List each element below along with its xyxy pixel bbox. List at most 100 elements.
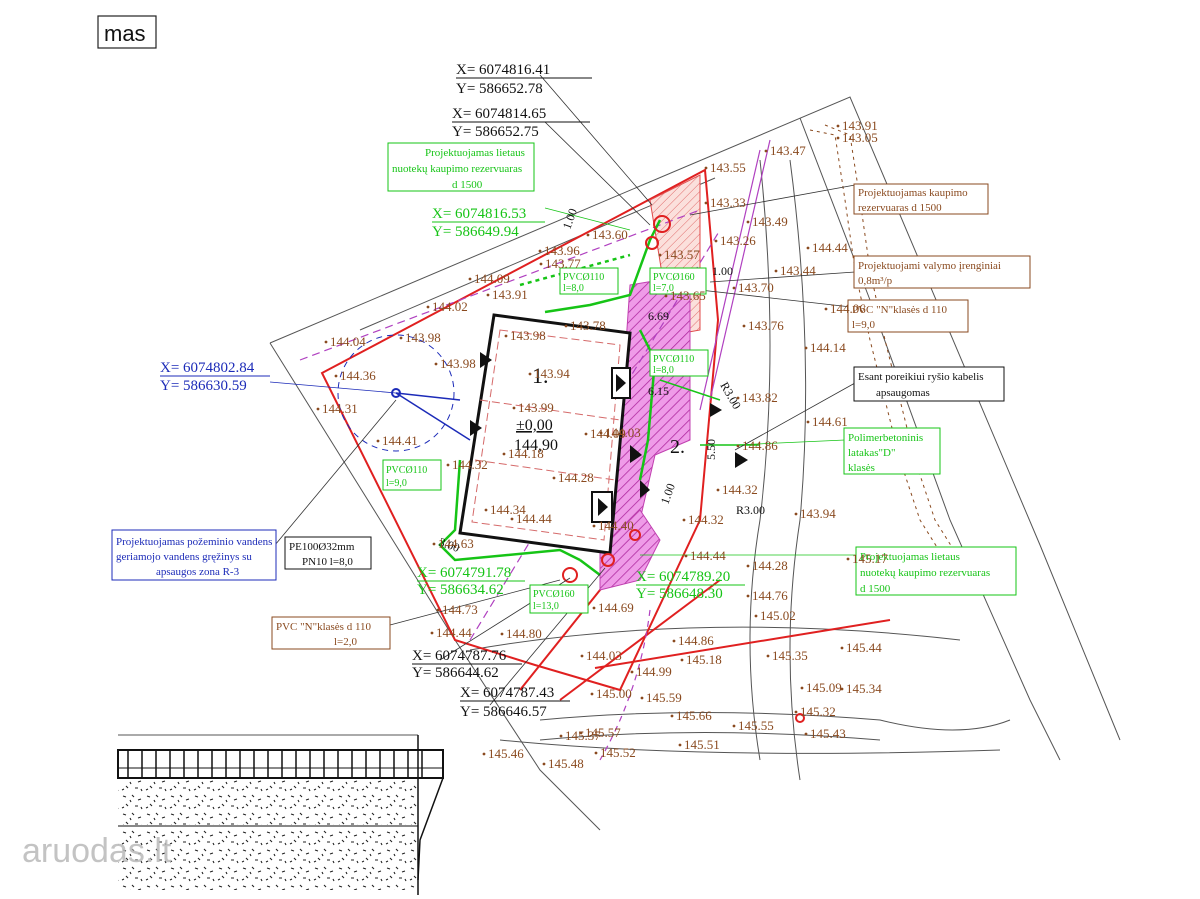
svg-text:Projektuojamas lietaus: Projektuojamas lietaus	[425, 147, 525, 159]
elevation-dot	[732, 724, 736, 728]
elevation-dot	[714, 239, 718, 243]
elevation-dot	[484, 508, 488, 512]
pipe-label-3: PVCØ110 l=8,0	[649, 349, 709, 377]
elevation-dot	[586, 233, 590, 237]
elevation-dot	[538, 249, 542, 253]
elevation-dot	[846, 557, 850, 561]
svg-text:l=2,0: l=2,0	[334, 636, 358, 648]
elevation-label: 144.44	[812, 240, 848, 255]
elevation-dot	[746, 594, 750, 598]
elevation-label: 144.02	[432, 299, 468, 314]
zero-level: ±0,00	[516, 417, 553, 434]
svg-text:Y= 586634.62: Y= 586634.62	[417, 582, 504, 598]
elevation-point: 143.94	[528, 366, 570, 381]
elevation-dot	[446, 463, 450, 467]
elevation-dot	[794, 512, 798, 516]
note-gutter: Polimerbetoninis latakas"D" klasės	[843, 427, 941, 475]
elevation-point: 143.91	[486, 287, 528, 302]
elevation-label: 144.76	[752, 588, 788, 603]
svg-text:geriamojo vandens gręžinys su: geriamojo vandens gręžinys su	[116, 551, 252, 563]
elevation-dot	[482, 752, 486, 756]
elevation-label: 145.66	[676, 708, 712, 723]
elevation-point: 144.69	[592, 600, 634, 615]
elevation-point: 144.04	[324, 334, 366, 349]
elevation-label: 145.48	[548, 756, 584, 771]
elevation-label: 143.78	[570, 318, 606, 333]
elevation-point: 145.46	[482, 746, 524, 761]
building-1-label: 1.	[532, 363, 549, 388]
note-treatment: Projektuojami valymo įrenginiai 0,8m³/p	[853, 255, 1031, 289]
svg-text:X= 6074814.65: X= 6074814.65	[452, 106, 546, 122]
elevation-point: 145.34	[840, 681, 882, 696]
elevation-dot	[436, 608, 440, 612]
svg-text:X= 6074802.84: X= 6074802.84	[160, 360, 255, 376]
elevation-dot	[539, 262, 543, 266]
elevation-point: 145.02	[754, 608, 796, 623]
elevation-label: 145.37	[565, 728, 601, 743]
elevation-label: 144.28	[752, 558, 788, 573]
elevation-dot	[806, 246, 810, 250]
elevation-label: 143.60	[592, 227, 628, 242]
coord-block-5: X= 6074791.78 Y= 586634.62	[417, 565, 525, 598]
elevation-label: 143.77	[545, 256, 581, 271]
elevation-point: 145.35	[766, 648, 808, 663]
svg-text:6.69: 6.69	[648, 309, 669, 323]
elevation-dot	[510, 517, 514, 521]
elevation-point: 144.80	[500, 626, 542, 641]
elevation-point: 144.63	[432, 536, 474, 551]
elevation-label: 144.61	[812, 414, 848, 429]
elevation-dot	[746, 564, 750, 568]
note-well: Projektuojamas požeminio vandens geriamo…	[111, 529, 277, 581]
svg-text:PVCØ110: PVCØ110	[386, 465, 427, 476]
elevation-label: 143.33	[710, 195, 746, 210]
elevation-label: 143.57	[664, 247, 700, 262]
elevation-point: 143.98	[504, 328, 546, 343]
elevation-point: 144.44	[684, 548, 726, 563]
elevation-label: 144.99	[636, 664, 672, 679]
elevation-dot	[590, 692, 594, 696]
svg-text:3.00: 3.00	[437, 535, 462, 555]
elevation-label: 144.40	[598, 518, 634, 533]
elevation-point: 145.55	[732, 718, 774, 733]
elevation-point: 144.86	[672, 633, 714, 648]
elevation-label: 144.06	[830, 301, 866, 316]
elevation-dot	[704, 201, 708, 205]
note-storm-tank-left: Projektuojamas lietaus nuotekų kaupimo r…	[387, 142, 535, 192]
elevation-dot	[684, 554, 688, 558]
svg-text:1.00: 1.00	[560, 207, 580, 232]
elevation-point: 144.34	[484, 502, 526, 517]
elevation-dot	[800, 686, 804, 690]
elevation-point: 144.44	[430, 625, 472, 640]
elevation-dot	[836, 136, 840, 140]
elevation-dot	[430, 631, 434, 635]
elevation-dot	[324, 340, 328, 344]
elevation-point: 143.82	[736, 390, 778, 405]
elevation-dot	[716, 488, 720, 492]
elevation-point: 144.09	[468, 271, 510, 286]
elevation-label: 143.91	[492, 287, 528, 302]
sheet-title-tab: mas	[97, 15, 157, 49]
elevation-label: 143.82	[742, 390, 778, 405]
svg-text:Projektuojamas lietaus: Projektuojamas lietaus	[860, 551, 960, 563]
elevation-label: 144.09	[590, 426, 626, 441]
elevation-label: 145.17	[852, 551, 888, 566]
svg-text:PVCØ110: PVCØ110	[653, 354, 694, 365]
abs-level: 144,90	[514, 437, 558, 454]
elevation-dot	[434, 362, 438, 366]
elevation-point: 145.09	[800, 680, 842, 695]
elevation-dot	[599, 431, 603, 435]
elevation-point: 145.66	[670, 708, 712, 723]
elevation-dot	[504, 334, 508, 338]
elevation-point: 145.18	[680, 652, 722, 667]
elevation-label: 145.51	[684, 737, 720, 752]
elevation-point: 144.86	[736, 438, 778, 453]
elevation-label: 143.98	[440, 356, 476, 371]
elevation-dot	[704, 166, 708, 170]
elevation-dot	[630, 670, 634, 674]
elevation-label: 145.46	[488, 746, 524, 761]
elevation-dot	[804, 346, 808, 350]
elevation-dot	[732, 286, 736, 290]
elevation-dot	[399, 336, 403, 340]
elevation-point: 143.98	[399, 330, 441, 345]
elevation-label: 144.44	[516, 511, 552, 526]
